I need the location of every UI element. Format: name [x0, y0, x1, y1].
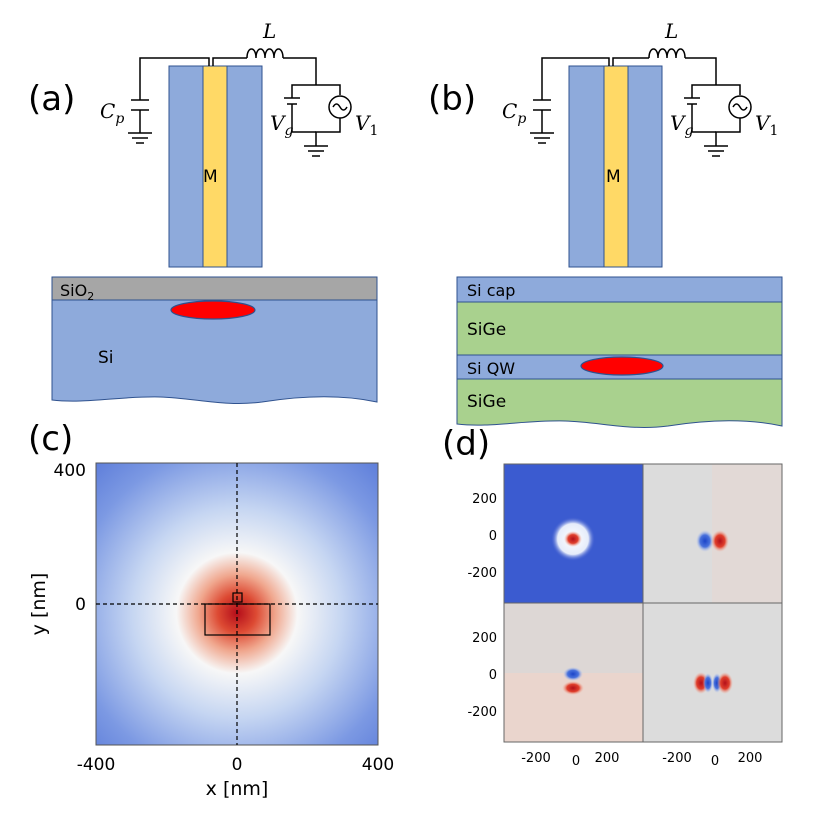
ylabel-c: y [nm] — [28, 573, 50, 636]
xtick-d-right-neg200: -200 — [662, 751, 692, 766]
gate-sub-b: g — [684, 123, 693, 139]
circuit-a — [128, 48, 352, 157]
si-cap-label: Si cap — [467, 281, 515, 300]
xtick-d-left-200: 200 — [595, 751, 620, 766]
gate-label-a: V — [270, 111, 287, 135]
electrode-left-insulator-b — [568, 65, 605, 268]
electrode-right-insulator-b — [627, 65, 663, 268]
panel-b-label: (b) — [428, 79, 476, 119]
ytick-d-top-neg200: -200 — [467, 566, 497, 581]
subplot-bottom-right — [643, 603, 782, 742]
xtick-d-left-neg200: -200 — [521, 751, 551, 766]
metal-gate — [202, 65, 228, 268]
source-label-a: V — [355, 111, 372, 135]
inductor-coil-a — [246, 48, 284, 59]
svg-text:V1: V1 — [355, 111, 378, 139]
blue-lobe-bottom-left — [563, 667, 583, 681]
panel-c: (c) -400 0 400 400 0 x [nm] y [nm] — [28, 419, 394, 800]
electrode-left-insulator — [168, 65, 204, 268]
circuit-b — [530, 48, 752, 157]
red-lobe-br-2 — [717, 672, 733, 694]
quantum-dot-a — [170, 300, 256, 320]
ytick-d-top-200: 200 — [472, 492, 497, 507]
svg-text:L: L — [262, 19, 276, 43]
red-lobe-top-right — [711, 530, 729, 552]
source-sub-b: 1 — [769, 123, 778, 139]
metal-label: M — [203, 167, 218, 187]
svg-text:V1: V1 — [755, 111, 778, 139]
oxide-layer — [51, 276, 378, 301]
device-outline-box — [204, 603, 271, 636]
xtick-c-neg400: -400 — [77, 755, 116, 775]
xtick-c-400: 400 — [362, 755, 394, 775]
red-lobe-bottom-left — [562, 681, 584, 695]
sige-bottom-label: SiGe — [467, 392, 506, 412]
xtick-d-right-200: 200 — [738, 751, 763, 766]
cap-sub-a: p — [115, 111, 124, 127]
si-qw-label: Si QW — [467, 359, 515, 378]
metal-gate-b — [603, 65, 629, 268]
red-lobe-top-left — [564, 531, 582, 547]
panel-b: (b) M L Cp — [428, 19, 783, 428]
oxide-label: SiO — [60, 281, 87, 300]
svg-text:Cp: Cp — [502, 99, 526, 127]
electrode-right-insulator — [226, 65, 263, 268]
ytick-c-0: 0 — [75, 595, 86, 615]
xtick-c-0: 0 — [232, 755, 243, 775]
inductor-coil-b — [648, 48, 686, 59]
panel-c-label: (c) — [28, 419, 73, 459]
svg-text:SiO2: SiO2 — [60, 281, 94, 303]
ytick-d-bottom-neg200: -200 — [467, 705, 497, 720]
ytick-d-bottom-200: 200 — [472, 631, 497, 646]
si-cap-layer — [456, 276, 783, 303]
inductor-label-b: L — [664, 19, 678, 43]
panel-d-label: (d) — [442, 424, 490, 464]
svg-text:L: L — [664, 19, 678, 43]
sige-bottom-layer — [456, 378, 783, 428]
source-sub-a: 1 — [369, 123, 378, 139]
xlabel-c: x [nm] — [206, 778, 269, 800]
dot-outline-box — [232, 592, 243, 603]
gate-sub-a: g — [284, 123, 293, 139]
cap-label-b: C — [502, 99, 517, 123]
inductor-label-a: L — [262, 19, 276, 43]
svg-text:Vg: Vg — [670, 111, 693, 139]
ytick-d-top-0: 0 — [489, 529, 497, 544]
panel-a: (a) M L — [28, 19, 378, 404]
silicon-substrate — [51, 299, 378, 404]
svg-text:Vg: Vg — [270, 111, 293, 139]
cap-label-a: C — [100, 99, 115, 123]
xtick-d-right-0: 0 — [711, 754, 719, 769]
substrate-label: Si — [98, 348, 114, 368]
svg-text:Cp: Cp — [100, 99, 124, 127]
blue-lobe-br-1 — [703, 673, 713, 693]
gate-label-b: V — [670, 111, 687, 135]
quantum-dot-b — [580, 356, 664, 376]
ytick-d-bottom-0: 0 — [489, 668, 497, 683]
panel-a-label: (a) — [28, 79, 75, 119]
panel-d: (d) 200 0 -200 200 0 -200 -200 — [442, 424, 783, 769]
sige-top-layer — [456, 301, 783, 356]
oxide-sub: 2 — [87, 290, 94, 303]
xtick-d-left-0: 0 — [572, 754, 580, 769]
cap-sub-b: p — [517, 111, 526, 127]
blue-lobe-top-right — [696, 530, 714, 552]
metal-label-b: M — [606, 167, 621, 187]
sige-top-label: SiGe — [467, 320, 506, 340]
ytick-c-400: 400 — [54, 461, 86, 481]
source-label-b: V — [755, 111, 772, 135]
